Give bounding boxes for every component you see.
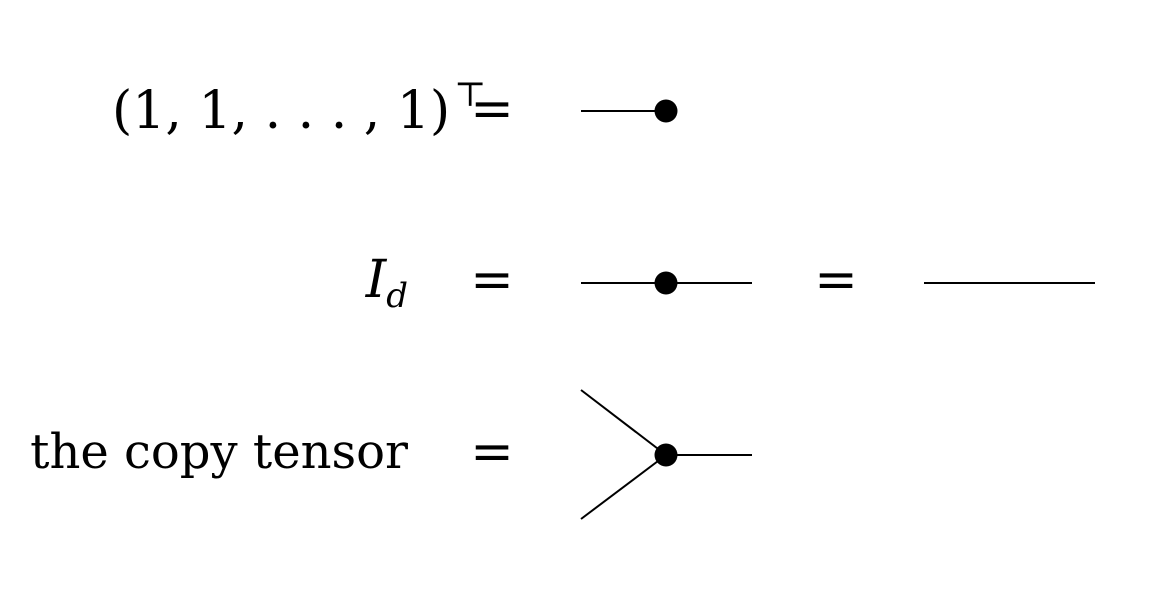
ones-vector-label: (1, 1, . . . , 1)⊤ (112, 75, 486, 141)
transpose-superscript: ⊤ (454, 75, 486, 115)
ones-open-paren: ( (112, 81, 132, 141)
equals-sign-4: = (470, 422, 514, 482)
copy-node-dot (654, 443, 678, 467)
identity-node-diagram (581, 271, 752, 295)
equals-sign-1: = (470, 79, 514, 139)
row-ones-vector: (1, 1, . . . , 1)⊤ = (112, 75, 678, 141)
equals-sign-2: = (470, 250, 514, 310)
copy-tensor-diagram (580, 389, 752, 520)
equals-sign-3: = (814, 250, 858, 310)
ones-vector-body: 1, 1, . . . , 1 (132, 81, 430, 141)
identity-subscript: d (386, 276, 408, 316)
identity-base: I (365, 250, 388, 310)
vector-node-diagram (581, 99, 678, 123)
identity-node-dot (654, 271, 678, 295)
vector-node-dot (654, 99, 678, 123)
row-copy-tensor: the copy tensor = (30, 389, 752, 520)
identity-label: Id (365, 250, 408, 316)
ones-close-paren: ) (430, 81, 450, 141)
row-identity: Id = = (365, 250, 1095, 316)
copy-leg-lower (580, 454, 667, 520)
copy-tensor-label: the copy tensor (30, 424, 408, 480)
copy-leg-upper (580, 389, 667, 456)
